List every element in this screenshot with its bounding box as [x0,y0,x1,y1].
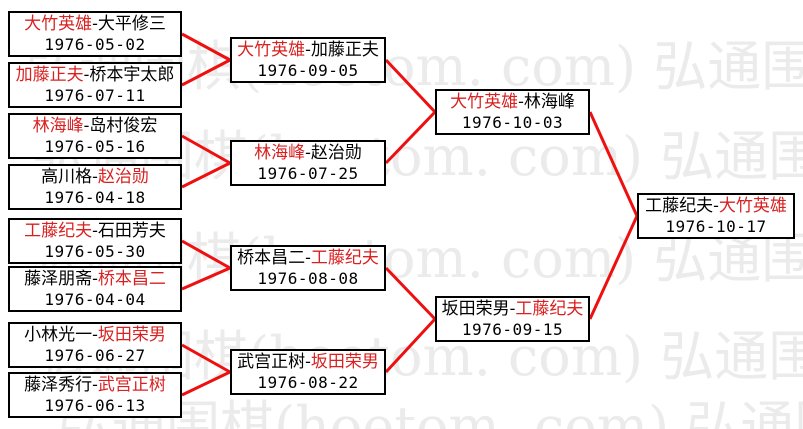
winner-name: 赵治勋 [97,166,149,187]
match-names: 武宫正树-坂田荣男 [237,352,379,373]
winner-name: 工藤纪夫 [310,247,379,268]
loser-name: -加藤正夫 [305,39,379,60]
match-date: 1976-08-22 [257,372,359,392]
loser-name: 桥本昌二- [237,247,311,268]
bracket-connector-line [181,161,231,189]
winner-name: 武宫正树 [97,374,166,395]
match-names: 加藤正夫-桥本宇太郎 [16,65,175,86]
match-names: 工藤纪夫-石田芳夫 [24,221,166,242]
loser-name: 藤泽朋斋- [24,268,98,289]
loser-name: 藤泽秀行- [24,374,98,395]
bracket-connector-line [181,239,231,270]
winner-name: 桥本昌二 [97,268,166,289]
match-names: 桥本昌二-工藤纪夫 [237,248,379,269]
bracket-connector-line [181,266,231,291]
match-names: 藤泽朋斋-桥本昌二 [24,269,166,290]
winner-name: 大竹英雄 [24,13,93,34]
loser-name: 高川格- [41,166,98,187]
match-names: 坂田荣男-工藤纪夫 [442,299,584,320]
match-box-round1-3: 林海峰-岛村俊宏 1976-05-16 [8,113,182,159]
loser-name: 工藤纪夫- [645,195,719,216]
match-box-round1-7: 小林光一-坂田荣男 1976-06-27 [8,322,182,368]
match-date: 1976-04-04 [44,289,146,309]
winner-name: 坂田荣男 [97,324,166,345]
match-box-round2-3: 桥本昌二-工藤纪夫 1976-08-08 [230,245,386,291]
bracket-connector-line [181,32,231,62]
match-date: 1976-10-03 [461,112,564,132]
loser-name: -桥本宇太郎 [83,64,175,85]
bracket-connector-line [384,317,437,374]
bracket-connector-line [384,110,437,165]
winner-name: 林海峰 [254,142,306,163]
bracket-connector-line [588,215,639,320]
bracket-connector-line [181,343,231,374]
loser-name: -大平修三 [92,13,166,34]
match-names: 高川格-赵治勋 [41,167,149,188]
match-box-round1-2: 加藤正夫-桥本宇太郎 1976-07-11 [8,62,182,108]
match-names: 小林光一-坂田荣男 [24,325,166,346]
winner-name: 工藤纪夫 [24,220,93,241]
match-box-round2-1: 大竹英雄-加藤正夫 1976-09-05 [230,37,386,83]
winner-name: 大竹英雄 [450,91,519,112]
match-date: 1976-05-30 [44,241,146,261]
winner-name: 林海峰 [32,115,84,136]
match-names: 工藤纪夫-大竹英雄 [645,196,787,217]
winner-name: 坂田荣男 [310,351,379,372]
match-box-round1-5: 工藤纪夫-石田芳夫 1976-05-30 [8,218,182,264]
match-box-round1-4: 高川格-赵治勋 1976-04-18 [8,164,182,210]
match-date: 1976-07-11 [44,85,146,105]
match-date: 1976-04-18 [44,187,146,207]
loser-name: 小林光一- [24,324,98,345]
winner-name: 工藤纪夫 [515,298,584,319]
match-box-round3-1: 大竹英雄-林海峰 1976-10-03 [435,89,590,135]
loser-name: -赵治勋 [305,142,362,163]
match-names: 大竹英雄-大平修三 [24,14,166,35]
match-box-round1-8: 藤泽秀行-武宫正树 1976-06-13 [8,372,182,418]
bracket-connector-line [181,58,231,87]
loser-name: -岛村俊宏 [83,115,158,136]
winner-name: 加藤正夫 [15,64,84,85]
match-box-round2-2: 林海峰-赵治勋 1976-07-25 [230,140,386,186]
match-date: 1976-05-16 [44,136,146,156]
bracket-connector-line [384,58,437,114]
match-names: 大竹英雄-林海峰 [450,92,575,113]
match-date: 1976-08-08 [257,268,359,288]
bracket-connector-line [181,134,231,165]
match-date: 1976-06-13 [44,395,146,415]
match-box-round3-2: 坂田荣男-工藤纪夫 1976-09-15 [435,296,590,342]
match-box-round1-6: 藤泽朋斋-桥本昌二 1976-04-04 [8,266,182,312]
match-names: 林海峰-岛村俊宏 [33,116,158,137]
match-box-round1-1: 大竹英雄-大平修三 1976-05-02 [8,11,182,57]
loser-name: -石田芳夫 [92,220,166,241]
match-box-round4-1: 工藤纪夫-大竹英雄 1976-10-17 [637,193,795,239]
winner-name: 大竹英雄 [718,195,787,216]
match-date: 1976-09-15 [461,319,564,339]
bracket-connector-line [181,370,231,397]
watermark-text: 弘通围棋(hoetom. com) 弘通围棋(hoetom. com) [58,395,803,429]
match-names: 藤泽秀行-武宫正树 [24,375,166,396]
match-date: 1976-09-05 [257,60,359,80]
match-names: 大竹英雄-加藤正夫 [237,40,379,61]
bracket-connector-line [384,266,437,321]
loser-name: 坂田荣男- [441,298,516,319]
loser-name: 武宫正树- [237,351,311,372]
match-date: 1976-10-17 [665,216,767,236]
winner-name: 大竹英雄 [237,39,306,60]
bracket-connector-line [588,111,639,217]
match-names: 林海峰-赵治勋 [254,143,362,164]
match-date: 1976-07-25 [257,163,359,183]
loser-name: -林海峰 [518,91,575,112]
match-box-round2-4: 武宫正树-坂田荣男 1976-08-22 [230,349,386,395]
match-date: 1976-06-27 [44,345,146,365]
match-date: 1976-05-02 [44,34,146,54]
